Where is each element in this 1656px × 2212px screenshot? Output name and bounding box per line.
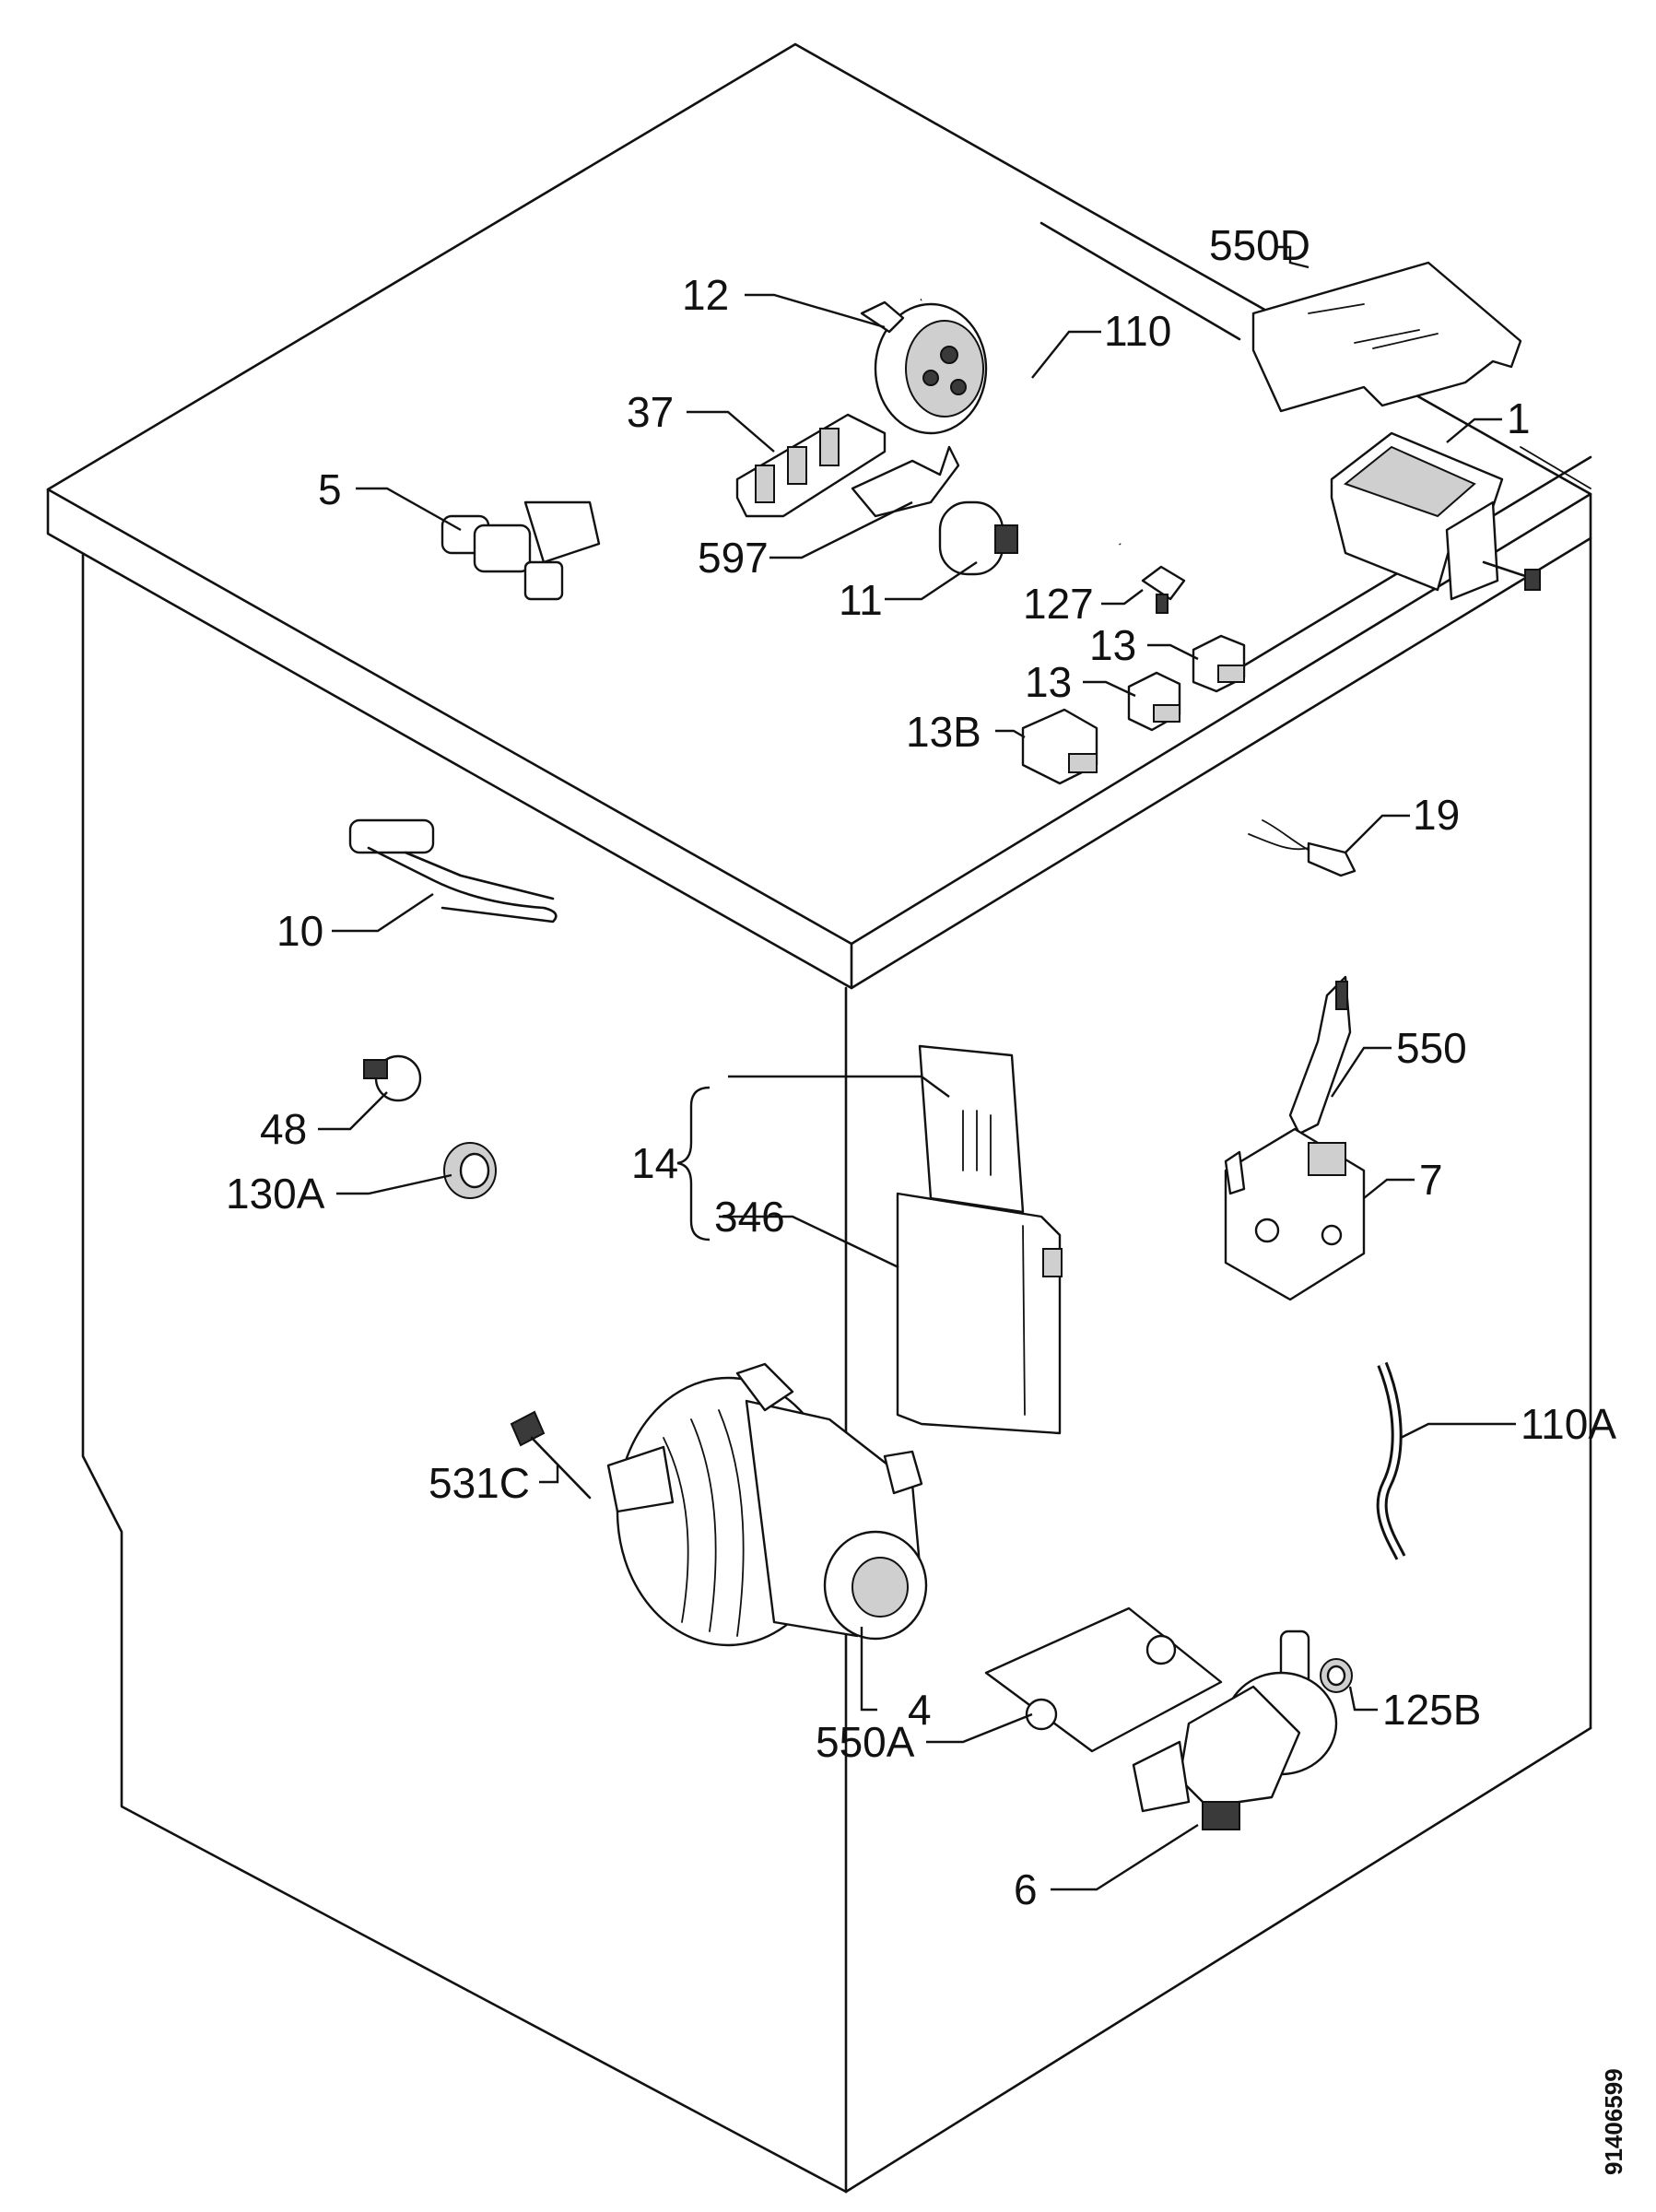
label-5: 5 <box>318 465 342 513</box>
label-13b: 13B <box>906 708 981 756</box>
label-550d: 550D <box>1209 221 1310 269</box>
cover-plate-550d <box>1251 261 1522 413</box>
label-13-top: 13 <box>1089 621 1136 669</box>
part-labels: 550D 12 110 37 1 5 597 11 127 13 13 13B … <box>226 221 1627 2175</box>
label-531c: 531C <box>429 1459 530 1507</box>
temperature-probe-19 <box>1248 819 1357 877</box>
label-125b: 125B <box>1382 1686 1481 1734</box>
label-550a: 550A <box>816 1718 915 1766</box>
label-4: 4 <box>908 1686 932 1734</box>
screw-531c <box>510 1410 592 1500</box>
door-lock-7 <box>1224 1127 1366 1301</box>
lever-550 <box>1288 975 1352 1135</box>
hose-110a <box>1376 1361 1406 1560</box>
label-130a: 130A <box>226 1170 325 1218</box>
label-37: 37 <box>627 388 674 436</box>
capacitor-11 <box>938 500 1018 576</box>
motor-4 <box>606 1362 928 1647</box>
label-6: 6 <box>1014 1865 1038 1913</box>
water-valve-5 <box>440 500 601 601</box>
seal-ring-125b <box>1320 1658 1353 1693</box>
label-550: 550 <box>1396 1024 1467 1072</box>
label-1: 1 <box>1507 394 1531 442</box>
connector-13b <box>1021 708 1098 785</box>
label-346: 346 <box>714 1193 785 1241</box>
connector-13-top <box>1192 634 1246 693</box>
label-13-mid: 13 <box>1025 658 1072 706</box>
label-12: 12 <box>682 271 729 319</box>
label-7: 7 <box>1419 1156 1443 1204</box>
label-10: 10 <box>276 907 323 955</box>
label-127: 127 <box>1023 580 1094 628</box>
hose-110 <box>920 290 1122 546</box>
detergent-drawer-14 <box>918 1044 1025 1214</box>
label-11: 11 <box>839 576 883 624</box>
timer-unit-1 <box>1330 431 1541 601</box>
switch-48 <box>363 1054 422 1102</box>
connector-13-mid <box>1127 671 1181 732</box>
label-48: 48 <box>260 1105 307 1153</box>
label-597: 597 <box>698 534 769 582</box>
drawer-housing-346 <box>896 1192 1063 1435</box>
bracket-597 <box>851 445 960 518</box>
nut-130a <box>443 1142 497 1199</box>
document-id: 91406599 <box>1600 2068 1627 2175</box>
leader-lines <box>318 245 1516 1891</box>
label-19: 19 <box>1413 791 1460 839</box>
label-110: 110 <box>1104 307 1171 355</box>
heating-element-10 <box>348 818 558 924</box>
drain-pump-6 <box>1132 1630 1338 1830</box>
terminal-block-37 <box>735 413 887 518</box>
plug-127 <box>1141 565 1186 614</box>
pressure-switch-12 <box>860 300 988 435</box>
label-14: 14 <box>631 1139 678 1187</box>
pad-550a <box>984 1606 1223 1753</box>
label-110a: 110A <box>1521 1400 1616 1448</box>
